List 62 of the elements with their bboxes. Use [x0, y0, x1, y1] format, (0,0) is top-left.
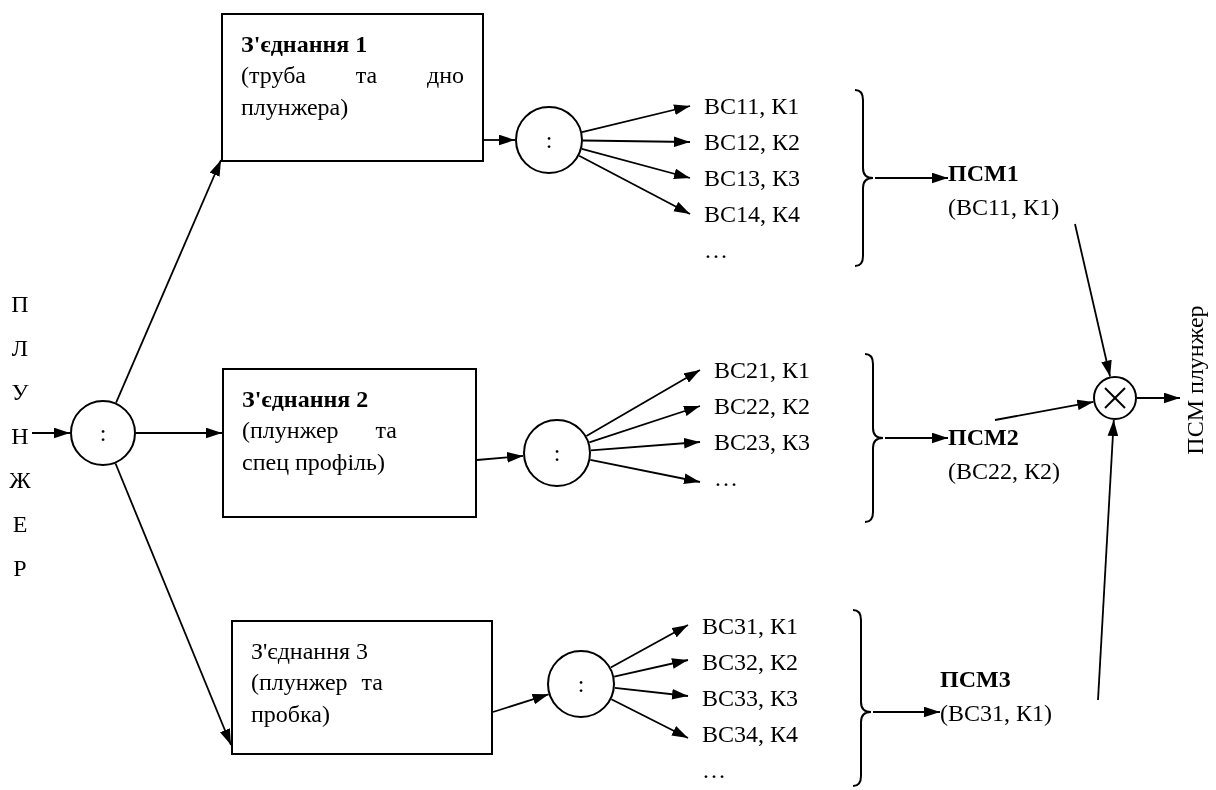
list-item: ВС33, К3 — [701, 685, 799, 711]
multiply-circle — [1093, 376, 1137, 420]
circle-node: : — [523, 419, 591, 487]
box-heading: З'єднання 1 — [241, 30, 369, 59]
arrow — [589, 458, 701, 485]
circle-node: : — [515, 106, 583, 174]
arrow — [31, 427, 71, 439]
list-item: … — [713, 465, 738, 491]
arrow — [588, 405, 701, 444]
result-text: (ВС31, К1) — [940, 699, 1053, 728]
result-heading: ПСМ2 — [948, 423, 1020, 452]
vertical-label: ПСМ плунжер — [1180, 270, 1210, 490]
arrow — [613, 686, 689, 700]
arrow — [590, 437, 701, 452]
arrow — [585, 369, 701, 437]
arrow — [1136, 392, 1181, 404]
arrow — [609, 624, 689, 669]
arrow — [483, 134, 516, 146]
box-text: (труба та дно плунжера) — [241, 61, 464, 122]
list-item: … — [703, 237, 728, 263]
list-item: ВС11, К1 — [703, 93, 800, 119]
process-box — [222, 368, 477, 518]
arrow — [610, 698, 689, 739]
arrow — [580, 147, 691, 179]
arrow — [994, 399, 1095, 421]
list-item: ВС21, К1 — [713, 357, 811, 383]
list-item: ВС13, К3 — [703, 165, 801, 191]
arrow — [1074, 223, 1112, 378]
arrow — [874, 172, 949, 184]
process-box — [231, 620, 493, 755]
circle-node: : — [547, 650, 615, 718]
list-item: ВС32, К2 — [701, 649, 799, 675]
arrow — [1097, 419, 1119, 701]
list-item: ВС12, К2 — [703, 129, 801, 155]
list-item: ВС31, К1 — [701, 613, 799, 639]
box-heading: З'єднання 2 — [242, 385, 370, 414]
arrow — [114, 462, 232, 746]
arrow — [492, 693, 550, 713]
arrow — [581, 104, 691, 133]
list-item: ВС14, К4 — [703, 201, 801, 227]
arrow — [115, 159, 222, 404]
box-text: (плунжер та пробка) — [251, 668, 383, 729]
list-item: ВС23, К3 — [713, 429, 811, 455]
result-heading: ПСМ3 — [940, 665, 1012, 694]
arrow — [613, 658, 689, 678]
list-item: … — [701, 757, 726, 783]
result-text: (ВС22, К2) — [948, 457, 1061, 486]
box-heading: З'єднання 3 — [251, 637, 370, 666]
result-heading: ПСМ1 — [948, 159, 1020, 188]
arrow — [884, 432, 949, 444]
box-text: (плунжер та спец профіль) — [242, 416, 397, 477]
arrow — [578, 154, 691, 215]
list-item: ВС22, К2 — [713, 393, 811, 419]
process-box — [221, 13, 484, 162]
result-text: (ВС11, К1) — [948, 193, 1061, 222]
arrow — [476, 452, 525, 463]
arrow — [582, 136, 691, 148]
arrow — [135, 427, 223, 439]
circle-node: : — [70, 400, 136, 466]
list-item: ВС34, К4 — [701, 721, 799, 747]
arrow — [872, 706, 941, 718]
vertical-label: ПЛУНЖЕР — [8, 282, 32, 590]
